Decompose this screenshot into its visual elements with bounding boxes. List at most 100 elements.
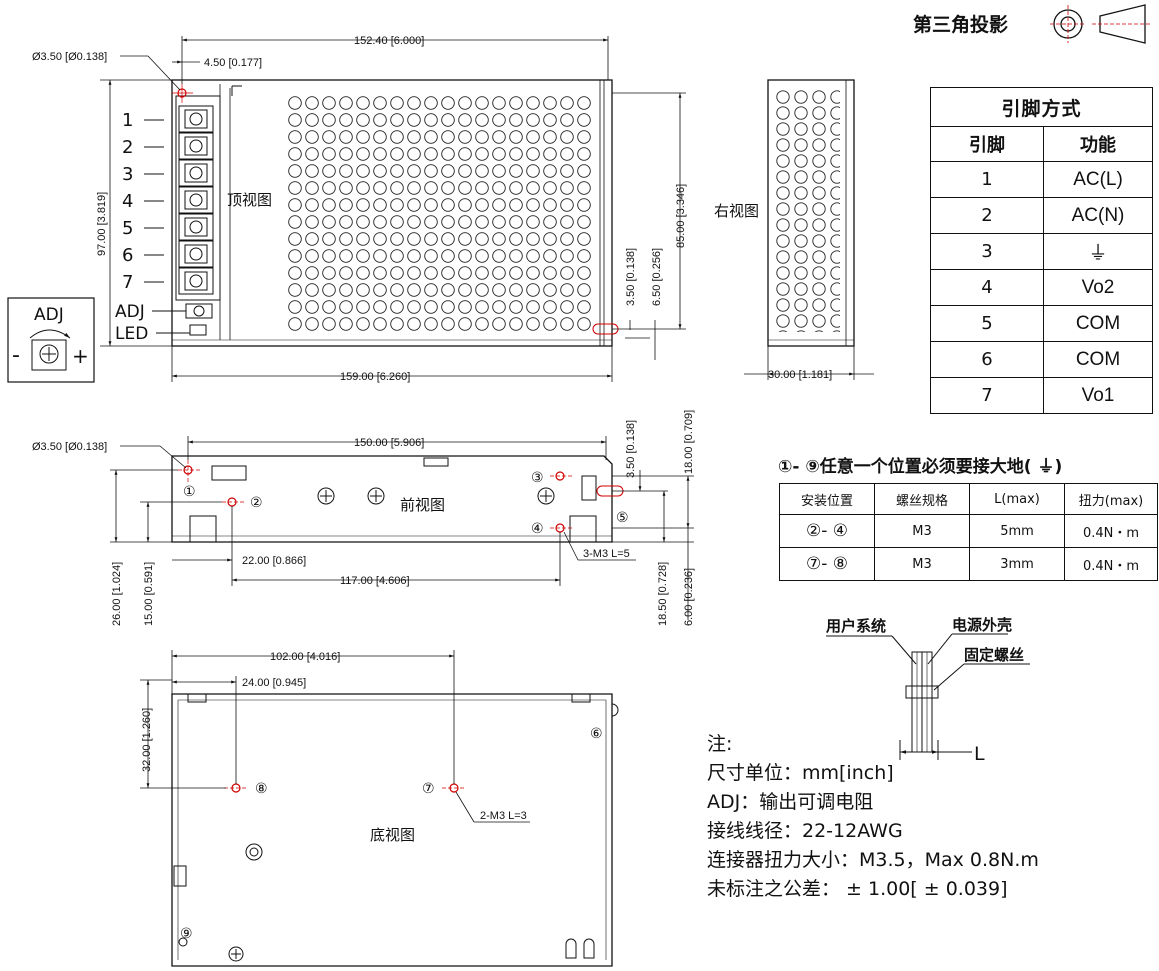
pin-cell: 7 xyxy=(930,377,1044,414)
dim-front-3-5: 3.50 [0.138] xyxy=(625,420,637,478)
dim-width-bottom: 159.00 [6.260] xyxy=(340,371,410,383)
dim-right-width: 30.00 [1.181] xyxy=(768,369,832,381)
note-line: ADJ：输出可调电阻 xyxy=(707,791,874,813)
table-row: ②- ④ M3 5mm 0.4N・m xyxy=(779,514,1158,548)
bottom-view-label: 底视图 xyxy=(370,826,415,844)
pin-cell: 4 xyxy=(930,269,1044,306)
pin-number-1: 1 xyxy=(122,110,133,131)
table-row: 3⏚ xyxy=(930,233,1153,270)
pin-number-6: 6 xyxy=(122,245,133,266)
dim-front-18: 18.00 [0.709] xyxy=(683,410,695,474)
adj-plus-sign: + xyxy=(72,344,89,368)
dim-front-18-5: 18.50 [0.728] xyxy=(657,562,669,626)
mount-header-spec: 螺丝规格 xyxy=(874,483,970,515)
mark-8: ⑧ xyxy=(255,781,268,797)
pin-cell: 5 xyxy=(930,305,1044,342)
dim-right-6-5: 6.50 [0.256] xyxy=(651,248,663,306)
dim-front-15: 15.00 [0.591] xyxy=(143,562,155,626)
table-row: ⑦- ⑧ M3 3mm 0.4N・m xyxy=(779,547,1158,581)
screw-detail xyxy=(826,633,1030,760)
user-system-label: 用户系统 xyxy=(826,617,886,635)
function-cell: Vo1 xyxy=(1043,377,1153,414)
bottom-screw-note: 2-M3 L=3 xyxy=(480,810,527,822)
mounting-table: 安装位置 螺丝规格 L(max) 扭力(max) ②- ④ M3 5mm 0.4… xyxy=(779,483,1158,581)
mark-1: ① xyxy=(183,484,196,500)
pin-table-header-pin: 引脚 xyxy=(930,126,1044,162)
pin-cell: 2 xyxy=(930,197,1044,234)
mount-header-position: 安装位置 xyxy=(779,483,875,515)
front-view-label: 前视图 xyxy=(400,496,445,514)
pin-cell: 1 xyxy=(930,161,1044,198)
dim-front-117: 117.00 [4.606] xyxy=(340,575,410,587)
ground-note: ①- ⑨任意一个位置必须要接大地( ⏚) xyxy=(778,457,1063,477)
screw-l-label: L xyxy=(974,743,985,765)
note-line: 接线线径：22-12AWG xyxy=(707,820,903,842)
top-view xyxy=(171,79,619,347)
mark-7: ⑦ xyxy=(422,781,435,797)
pin-number-7: 7 xyxy=(122,272,133,293)
mark-5: ⑤ xyxy=(616,510,629,526)
function-cell: COM xyxy=(1043,341,1153,378)
mount-torque-cell: 0.4N・m xyxy=(1064,547,1158,581)
note-line: 连接器扭力大小：M3.5，Max 0.8N.m xyxy=(707,849,1039,871)
mark-3: ③ xyxy=(531,470,544,486)
pin-number-2: 2 xyxy=(122,137,133,158)
dim-height-left: 97.00 [3.819] xyxy=(96,192,108,256)
front-screw-note: 3-M3 L=5 xyxy=(583,548,630,560)
mark-6: ⑥ xyxy=(590,726,603,742)
notes-title: 注: xyxy=(707,733,733,755)
led-pin-label: LED xyxy=(115,324,148,344)
adj-minus-sign: - xyxy=(12,343,20,368)
dim-hole-offset: 4.50 [0.177] xyxy=(204,57,262,69)
function-cell: AC(N) xyxy=(1043,197,1153,234)
right-view-label: 右视图 xyxy=(714,202,759,220)
mount-header-l: L(max) xyxy=(969,483,1065,515)
note-line: 未标注之公差： ± 1.00[ ± 0.039] xyxy=(707,878,1008,900)
pin-cell: 6 xyxy=(930,341,1044,378)
pin-table-header-function: 功能 xyxy=(1043,126,1153,162)
front-view xyxy=(171,455,624,543)
bottom-view xyxy=(171,693,619,967)
mount-torque-cell: 0.4N・m xyxy=(1064,514,1158,548)
function-cell: COM xyxy=(1043,305,1153,342)
pin-number-3: 3 xyxy=(122,164,133,185)
dim-bottom-102: 102.00 [4.016] xyxy=(270,651,340,663)
projection-symbol-icon xyxy=(1050,4,1150,44)
adj-pin-label: ADJ xyxy=(115,302,145,322)
psu-case-label: 电源外壳 xyxy=(952,616,1012,634)
mount-l-cell: 3mm xyxy=(969,547,1065,581)
pin-table-title: 引脚方式 xyxy=(930,87,1153,127)
projection-label: 第三角投影 xyxy=(913,14,1009,36)
mark-4: ④ xyxy=(531,521,544,537)
dim-bottom-32: 32.00 [1.260] xyxy=(141,708,153,772)
pin-number-4: 4 xyxy=(122,191,133,212)
adj-detail: ADJ - + xyxy=(7,297,95,383)
terminal-screws xyxy=(178,105,214,295)
dim-front-22: 22.00 [0.866] xyxy=(242,555,306,567)
mount-position-cell: ②- ④ xyxy=(779,514,875,548)
dim-front-6: 6.00 [0.236] xyxy=(683,568,695,626)
dim-width-top: 152.40 [6.000] xyxy=(354,35,424,47)
dim-front-26: 26.00 [1.024] xyxy=(111,562,123,626)
function-cell: Vo2 xyxy=(1043,269,1153,306)
dim-bottom-24: 24.00 [0.945] xyxy=(242,677,306,689)
adj-detail-label: ADJ xyxy=(34,305,64,325)
notes-block: 注: 尺寸单位：mm[inch] ADJ：输出可调电阻 接线线径：22-12AW… xyxy=(707,730,1039,904)
mark-2: ② xyxy=(250,495,263,511)
pin-cell: 3 xyxy=(930,233,1044,270)
right-view xyxy=(744,79,874,380)
dim-front-width: 150.00 [5.906] xyxy=(354,437,424,449)
note-line: 尺寸单位：mm[inch] xyxy=(707,762,894,784)
mount-header-torque: 扭力(max) xyxy=(1064,483,1158,515)
top-view-label: 顶视图 xyxy=(227,191,272,209)
dim-hole-diameter: Ø3.50 [Ø0.138] xyxy=(32,51,107,63)
mount-spec-cell: M3 xyxy=(874,514,970,548)
mount-l-cell: 5mm xyxy=(969,514,1065,548)
